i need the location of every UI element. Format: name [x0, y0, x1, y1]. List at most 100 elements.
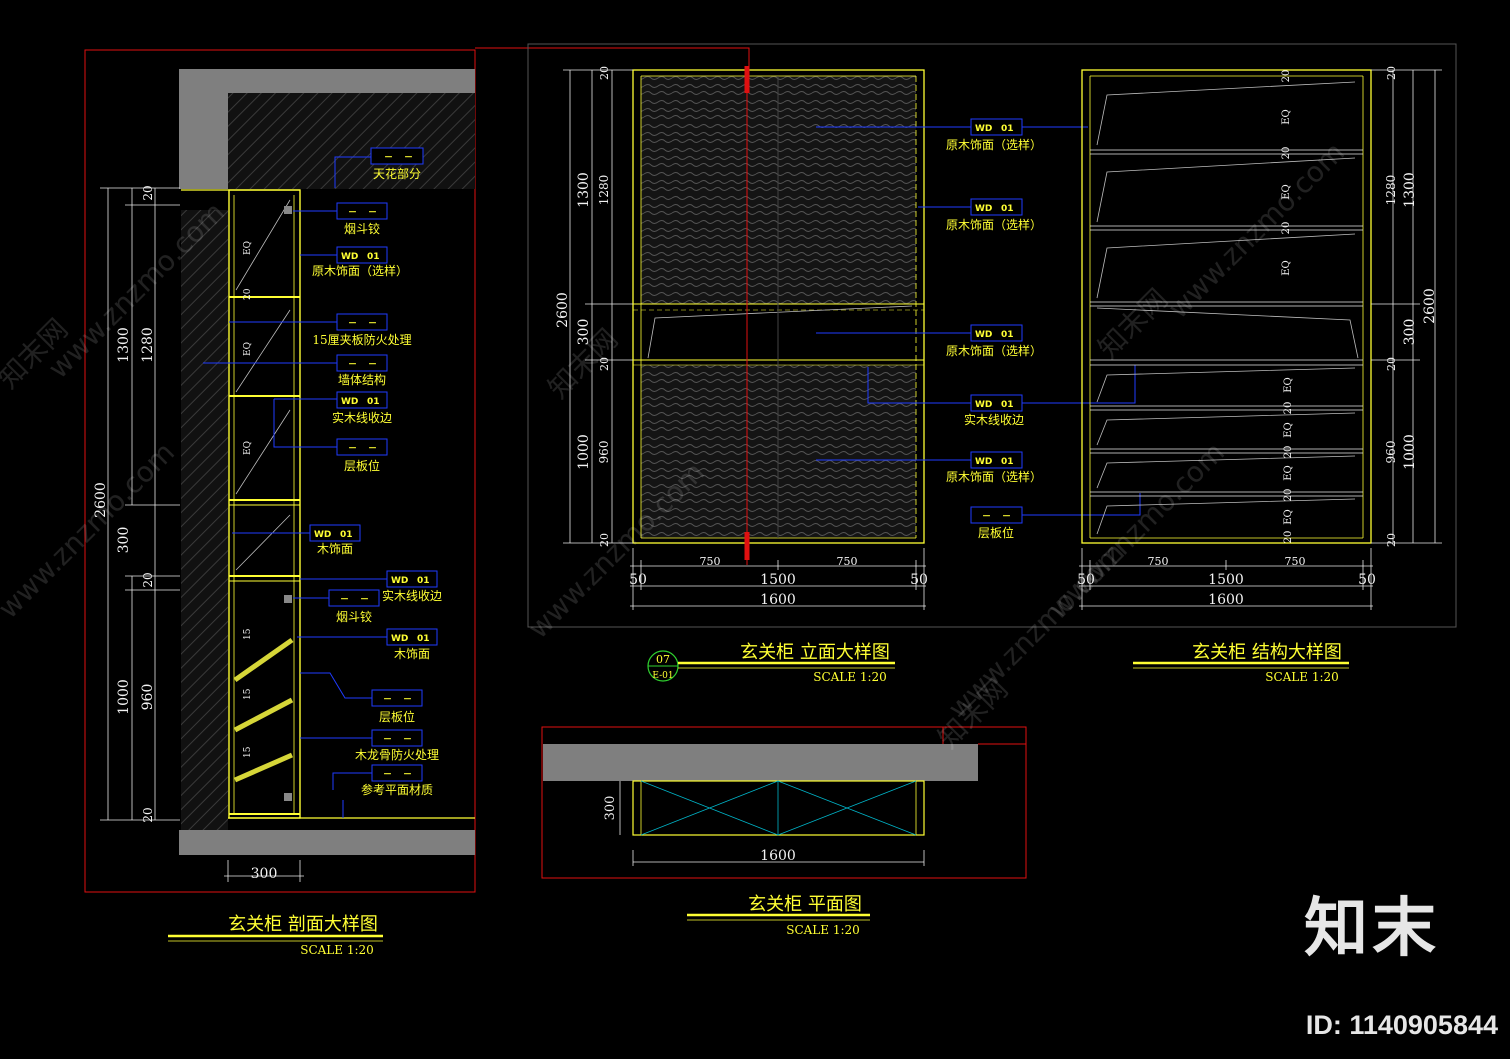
elev-dim-750a: 750: [700, 555, 721, 568]
image-id: ID: 1140905844: [1305, 1010, 1498, 1040]
svg-text:www.znzmo.com: www.znzmo.com: [522, 456, 711, 645]
plan-title: 玄关柜 平面图: [748, 894, 862, 915]
elev-ref-number: 07: [656, 653, 670, 666]
svg-text:01: 01: [367, 252, 380, 262]
svg-text:WD: WD: [391, 576, 408, 586]
svg-text:01: 01: [340, 530, 353, 540]
elevation-frame: [527, 43, 1457, 628]
label-veneer-1: 原木饰面（选样）: [312, 263, 408, 278]
svg-text:1500: 1500: [1208, 572, 1244, 588]
svg-text:WD: WD: [975, 330, 992, 340]
elev-dim-960: 960: [597, 441, 611, 464]
brand-logo: 知末: [1304, 892, 1440, 966]
svg-text:－: －: [368, 208, 377, 218]
section-dim-2600: 2600: [93, 482, 109, 518]
svg-text:01: 01: [367, 397, 380, 407]
svg-text:－: －: [982, 512, 991, 522]
svg-text:50: 50: [1358, 572, 1376, 588]
plan-frame: [541, 726, 1027, 879]
svg-text:EQ: EQ: [1283, 465, 1294, 481]
label-hinge-2: 烟斗铰: [336, 609, 372, 624]
label-plywood: 15厘夹板防火处理: [312, 332, 411, 347]
plan-dim-width: 1600: [760, 848, 796, 864]
section-tags: － － 天花部分 － － 烟斗铰 WD 01 原木饰面（选样） － － 15厘夹板防火处…: [309, 147, 442, 797]
svg-text:WD: WD: [975, 204, 992, 214]
section-d15-1: 15: [243, 628, 253, 640]
svg-text:WD: WD: [341, 252, 358, 262]
elev-dim-750b: 750: [837, 555, 858, 568]
svg-text:EQ: EQ: [1281, 109, 1292, 125]
plan-view: 300 1600 玄关柜 平面图 SCALE 1:20: [541, 726, 1027, 937]
section-eq-2: EQ: [243, 342, 253, 356]
svg-text:－: －: [348, 444, 357, 454]
svg-text:知末网: 知末网: [1092, 282, 1175, 365]
elev-dim-20-top: 20: [598, 66, 611, 80]
label-wall: 墙体结构: [338, 372, 386, 387]
section-dim-1000: 1000: [116, 679, 132, 715]
label-hinge-1: 烟斗铰: [344, 221, 380, 236]
section-d20-mid: 20: [243, 288, 253, 300]
elev-label-veneer-3: 原木饰面（选样）: [946, 343, 1042, 358]
section-dim-1300: 1300: [116, 327, 132, 363]
label-solid-edge-1: 实木线收边: [332, 410, 392, 425]
svg-text:－: －: [383, 735, 392, 745]
elevation-dimensions: 2600 1300 1280 300 1000 960 20 20 20 750…: [555, 66, 928, 610]
cabinet-section: [228, 189, 301, 819]
section-d15-3: 15: [243, 746, 253, 758]
elev-label-shelf: 层板位: [978, 525, 1014, 540]
struct-dim-960: 960: [1384, 441, 1398, 464]
svg-text:－: －: [383, 695, 392, 705]
svg-text:WD: WD: [975, 400, 992, 410]
svg-text:－: －: [368, 360, 377, 370]
section-dim-960: 960: [140, 684, 156, 711]
svg-text:EQ: EQ: [1281, 184, 1292, 200]
label-ceiling: 天花部分: [373, 166, 421, 181]
label-wood-face-1: 木饰面: [317, 542, 353, 556]
svg-text:1600: 1600: [1208, 592, 1244, 608]
section-dim-20-bot: 20: [141, 807, 155, 822]
svg-text:WD: WD: [975, 124, 992, 134]
struct-dim-1300: 1300: [1402, 172, 1418, 208]
svg-text:www.znzmo.com: www.znzmo.com: [0, 436, 181, 625]
section-dim-20-top: 20: [141, 185, 155, 200]
svg-text:EQ: EQ: [1283, 509, 1294, 525]
elev-label-veneer-4: 原木饰面（选样）: [946, 469, 1042, 484]
section-title: 玄关柜 剖面大样图: [228, 914, 378, 935]
structure-scale: SCALE 1:20: [1265, 670, 1339, 684]
svg-text:－: －: [403, 695, 412, 705]
svg-text:750: 750: [1285, 555, 1306, 568]
elev-dim-1600: 1600: [760, 592, 796, 608]
elev-dim-1300: 1300: [576, 172, 592, 208]
svg-text:－: －: [348, 319, 357, 329]
svg-text:20: 20: [1283, 531, 1294, 544]
label-shelf-1: 层板位: [344, 458, 380, 473]
section-dim-20-mid: 20: [141, 572, 155, 587]
svg-text:20: 20: [1283, 402, 1294, 415]
svg-text:－: －: [384, 153, 393, 163]
svg-text:01: 01: [417, 576, 430, 586]
plan-wall: [543, 744, 978, 781]
svg-text:－: －: [368, 444, 377, 454]
section-dim-300-width: 300: [251, 866, 278, 882]
svg-text:－: －: [403, 735, 412, 745]
svg-text:WD: WD: [975, 457, 992, 467]
structure-inner-labels: EQ EQ EQ 20 20 20 EQ 20 EQ 20 EQ 20 EQ 2…: [1281, 70, 1294, 544]
svg-text:WD: WD: [314, 530, 331, 540]
elev-dim-2600: 2600: [555, 292, 571, 328]
svg-text:－: －: [368, 319, 377, 329]
plan-dim-depth: 300: [603, 796, 618, 821]
plan-scale: SCALE 1:20: [786, 923, 860, 937]
svg-text:20: 20: [1281, 70, 1292, 83]
wall-top: [179, 69, 475, 93]
elev-dim-50a: 50: [629, 572, 647, 588]
svg-text:01: 01: [1001, 457, 1014, 467]
elev-dim-1000: 1000: [576, 434, 592, 470]
svg-text:www.znzmo.com: www.znzmo.com: [1042, 436, 1231, 625]
svg-text:－: －: [348, 208, 357, 218]
section-view: EQ EQ EQ 20 15 15 15 2600 1300 1280 300 …: [84, 47, 750, 957]
svg-text:－: －: [348, 360, 357, 370]
ceiling-hatch: [228, 93, 475, 189]
svg-text:01: 01: [1001, 330, 1014, 340]
